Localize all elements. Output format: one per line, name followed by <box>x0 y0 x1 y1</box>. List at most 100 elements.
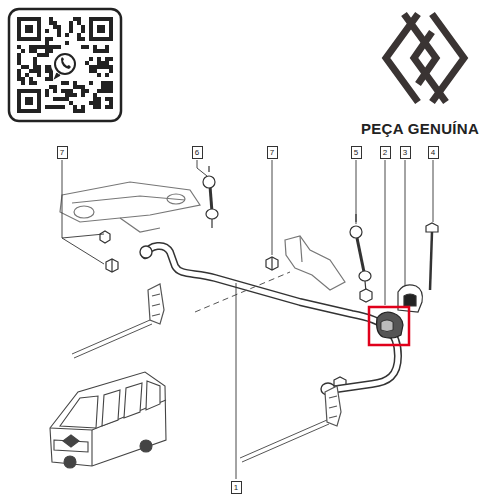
qr-module <box>45 45 49 49</box>
qr-module <box>49 85 53 89</box>
qr-module <box>69 89 73 93</box>
qr-module <box>109 97 113 101</box>
qr-module <box>85 45 89 49</box>
nut <box>360 289 372 302</box>
nut <box>100 231 110 243</box>
qr-module <box>21 81 25 85</box>
qr-module <box>65 41 69 45</box>
qr-module <box>109 57 113 61</box>
qr-module <box>33 81 37 85</box>
clamp-bushing <box>430 232 432 290</box>
leader-line <box>62 160 104 264</box>
qr-finder <box>89 17 113 41</box>
qr-module <box>89 57 93 61</box>
qr-module <box>17 73 21 77</box>
qr-module <box>101 61 105 65</box>
qr-module <box>33 69 37 73</box>
van-sketch <box>64 456 76 468</box>
qr-module <box>33 45 37 49</box>
subframe-bracket <box>285 236 345 290</box>
callout-box: 2 <box>380 146 391 159</box>
qr-code <box>9 9 121 121</box>
qr-module <box>85 61 89 65</box>
bolt-shaft <box>240 420 327 458</box>
qr-module <box>49 73 53 77</box>
qr-module <box>57 97 61 101</box>
qr-module <box>69 29 73 33</box>
leader-line <box>62 234 104 238</box>
qr-module <box>49 105 53 109</box>
qr-finder <box>21 93 37 109</box>
qr-module <box>97 73 101 77</box>
link-rod <box>357 238 364 272</box>
qr-module <box>45 41 49 45</box>
control-arm <box>120 218 160 232</box>
qr-module <box>105 45 109 49</box>
qr-module <box>81 29 85 33</box>
qr-module <box>109 65 113 69</box>
callout-box: 7 <box>267 146 278 159</box>
van-sketch <box>146 381 160 410</box>
van-sketch <box>124 383 142 418</box>
qr-module <box>49 17 53 21</box>
link-rod <box>203 166 218 228</box>
qr-module <box>33 49 37 53</box>
qr-module <box>105 49 109 53</box>
qr-module <box>73 105 77 109</box>
callout-box: 6 <box>192 146 203 159</box>
nut <box>111 259 112 272</box>
qr-module <box>97 97 101 101</box>
link-rod <box>206 209 218 219</box>
bushing-part <box>369 307 409 345</box>
link-rod <box>208 166 209 172</box>
bolt-shaft <box>72 320 150 354</box>
qr-module <box>105 73 109 77</box>
leader-line <box>356 160 357 224</box>
qr-module <box>57 33 61 37</box>
qr-finder <box>93 21 109 37</box>
qr-module <box>17 61 21 65</box>
clamp-bushing <box>404 294 416 306</box>
subframe-bracket <box>285 236 345 290</box>
qr-module <box>37 45 41 49</box>
clamp-bushing <box>398 223 438 312</box>
clamp-bushing <box>426 223 438 232</box>
qr-module <box>105 81 109 85</box>
anti-roll-bar <box>140 246 152 258</box>
qr-module <box>17 45 21 49</box>
anti-roll-bar <box>145 246 398 390</box>
qr-module <box>97 49 101 53</box>
qr-module <box>89 69 93 73</box>
qr-module <box>49 37 53 41</box>
qr-module <box>29 77 33 81</box>
qr-module <box>45 65 49 69</box>
nut <box>271 257 272 270</box>
qr-module <box>37 53 41 57</box>
link-rod <box>359 271 371 281</box>
qr-module <box>45 89 49 93</box>
qr-module <box>61 97 65 101</box>
qr-module <box>61 89 65 93</box>
qr-module <box>69 25 73 29</box>
qr-module <box>81 25 85 29</box>
qr-module <box>97 65 101 69</box>
link-rod <box>203 176 215 188</box>
qr-module <box>17 53 21 57</box>
qr-module <box>81 37 85 41</box>
link-rod <box>211 219 212 228</box>
qr-module <box>109 81 113 85</box>
whatsapp-icon <box>55 54 75 74</box>
qr-module <box>33 65 37 69</box>
qr-module <box>21 65 25 69</box>
link-rod <box>210 186 212 212</box>
qr-module <box>17 57 21 61</box>
link-rod <box>350 226 362 238</box>
qr-finder <box>25 25 33 33</box>
qr-module <box>93 105 97 109</box>
qr-module <box>21 77 25 81</box>
qr-module <box>53 105 57 109</box>
qr-module <box>101 85 105 89</box>
whatsapp-icon <box>55 73 60 78</box>
